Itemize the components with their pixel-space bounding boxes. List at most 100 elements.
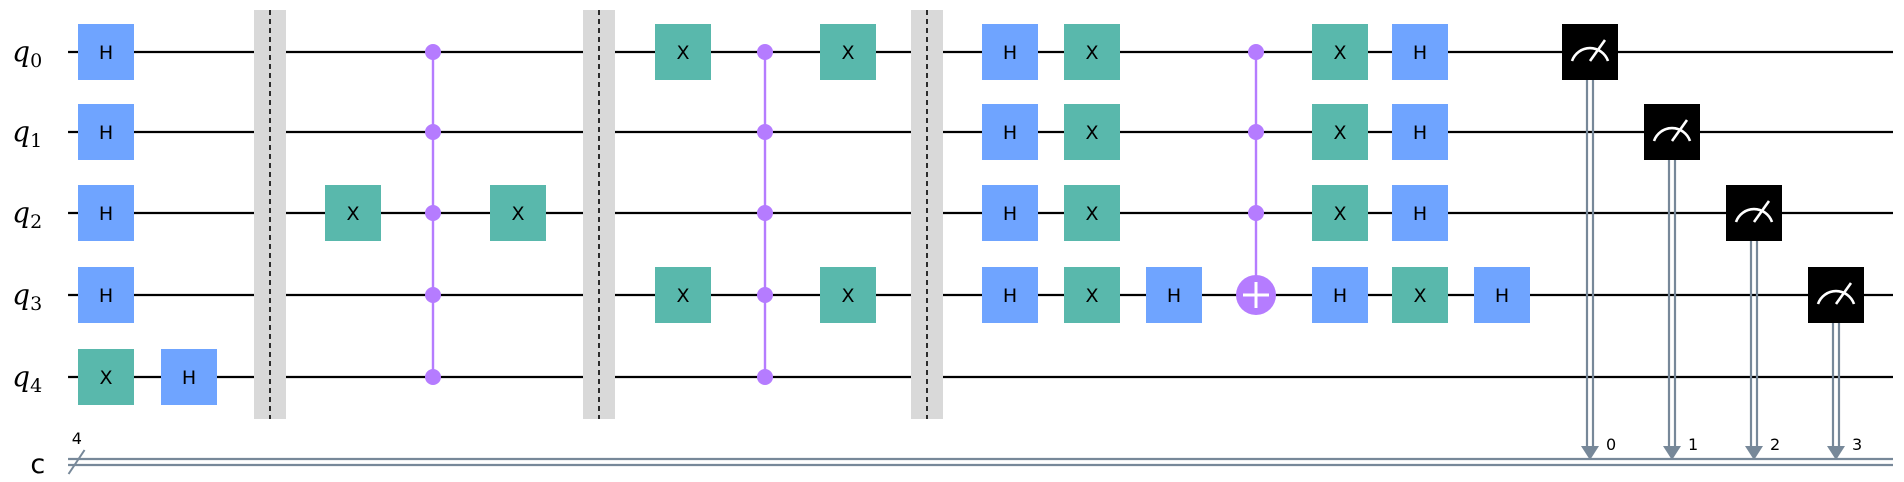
gate-label-h: H [1003,285,1017,307]
measure-arrow-2 [1745,446,1763,460]
measure-bit-label-2: 2 [1770,435,1780,454]
classical-register-slash [67,449,86,475]
x-gate-q0 [655,24,711,80]
qubit-label-3: q3 [12,278,42,315]
measure-arrow-3 [1827,446,1845,460]
qubit-label-1: q1 [12,115,42,152]
gate-label-x: X [1413,285,1426,307]
qubit-label-4: q4 [12,360,42,397]
gate-label-h: H [99,203,113,225]
meter-needle-icon [1834,282,1853,305]
control-dot-q1 [757,124,773,140]
gate-label-h: H [99,42,113,64]
meter-needle-icon [1588,39,1607,62]
control-dot-q1 [425,124,441,140]
controls [425,44,1276,385]
qubit-label-2: q2 [12,196,42,233]
gate-label-x: X [511,203,524,225]
classical-register-size: 4 [72,429,82,448]
measure-bit-label-1: 1 [1688,435,1698,454]
x-gate-q3 [655,267,711,323]
measure-gate-q2 [1726,185,1782,241]
gate-label-h: H [1003,203,1017,225]
h-gate-q0 [78,24,134,80]
x-gate-q1 [1064,104,1120,160]
measure-gate-q1 [1644,104,1700,160]
measurements: 0 1 2 3 [1562,24,1864,460]
measure-gate-q3 [1808,267,1864,323]
register-labels: q0 q1 q2 q3 q4 c 4 [12,35,82,480]
gate-label-h: H [1413,122,1427,144]
control-dot-q0 [757,44,773,60]
gate-label-x: X [676,42,689,64]
measure-arrow-1 [1663,446,1681,460]
h-gate-q3 [1312,267,1368,323]
control-dot-q3 [757,287,773,303]
h-gate-q3 [78,267,134,323]
gate-label-x: X [346,203,359,225]
h-gate-q3 [982,267,1038,323]
classical-register-label: c [30,449,45,480]
x-gate-q0 [1064,24,1120,80]
control-dot-q0 [1248,44,1264,60]
meter-needle-icon [1752,200,1771,223]
control-dot-q2 [425,205,441,221]
gate-label-h: H [1413,203,1427,225]
meter-icon [1816,289,1856,305]
x-gate-q2 [325,185,381,241]
gate-label-x: X [1333,203,1346,225]
h-gate-q2 [78,185,134,241]
qubit-label-0: q0 [12,35,42,72]
gate-label-x: X [841,285,854,307]
control-dot-q0 [425,44,441,60]
meter-icon [1652,126,1692,142]
h-gate-q0 [1392,24,1448,80]
x-gate-q3 [1392,267,1448,323]
gate-label-x: X [841,42,854,64]
x-gate-q2 [1312,185,1368,241]
x-gate-q0 [820,24,876,80]
x-gate-q2 [1064,185,1120,241]
gate-label-x: X [99,367,112,389]
measure-bit-label-0: 0 [1606,435,1616,454]
h-gate-q1 [982,104,1038,160]
h-gate-q2 [982,185,1038,241]
x-gate-q3 [1064,267,1120,323]
x-gate-q0 [1312,24,1368,80]
h-gate-q1 [1392,104,1448,160]
gate-label-h: H [99,285,113,307]
h-gate-q3 [1146,267,1202,323]
barrier-2 [254,10,286,419]
gate-label-h: H [1003,122,1017,144]
measure-gate-q0 [1562,24,1618,80]
gate-label-x: X [1333,42,1346,64]
gate-label-x: X [1085,203,1098,225]
gate-label-h: H [1495,285,1509,307]
gate-label-x: X [1085,285,1098,307]
gate-label-x: X [1085,122,1098,144]
h-gate-q2 [1392,185,1448,241]
h-gate-q0 [982,24,1038,80]
control-dot-q4 [425,369,441,385]
gate-label-x: X [1333,122,1346,144]
measure-arrow-0 [1581,446,1599,460]
meter-needle-icon [1670,119,1689,142]
x-gate-q3 [820,267,876,323]
gate-label-h: H [99,122,113,144]
gate-label-h: H [182,367,196,389]
control-dot-q3 [425,287,441,303]
control-dot-q2 [1248,205,1264,221]
measure-bit-label-3: 3 [1852,435,1862,454]
barriers [254,10,943,419]
gate-label-h: H [1167,285,1181,307]
meter-icon [1734,207,1774,223]
h-gate-q3 [1474,267,1530,323]
control-dot-q2 [757,205,773,221]
h-gate-q1 [78,104,134,160]
x-gate-q2 [490,185,546,241]
circuit-wires [67,50,1893,475]
gate-label-x: X [1085,42,1098,64]
meter-icon [1570,46,1610,62]
